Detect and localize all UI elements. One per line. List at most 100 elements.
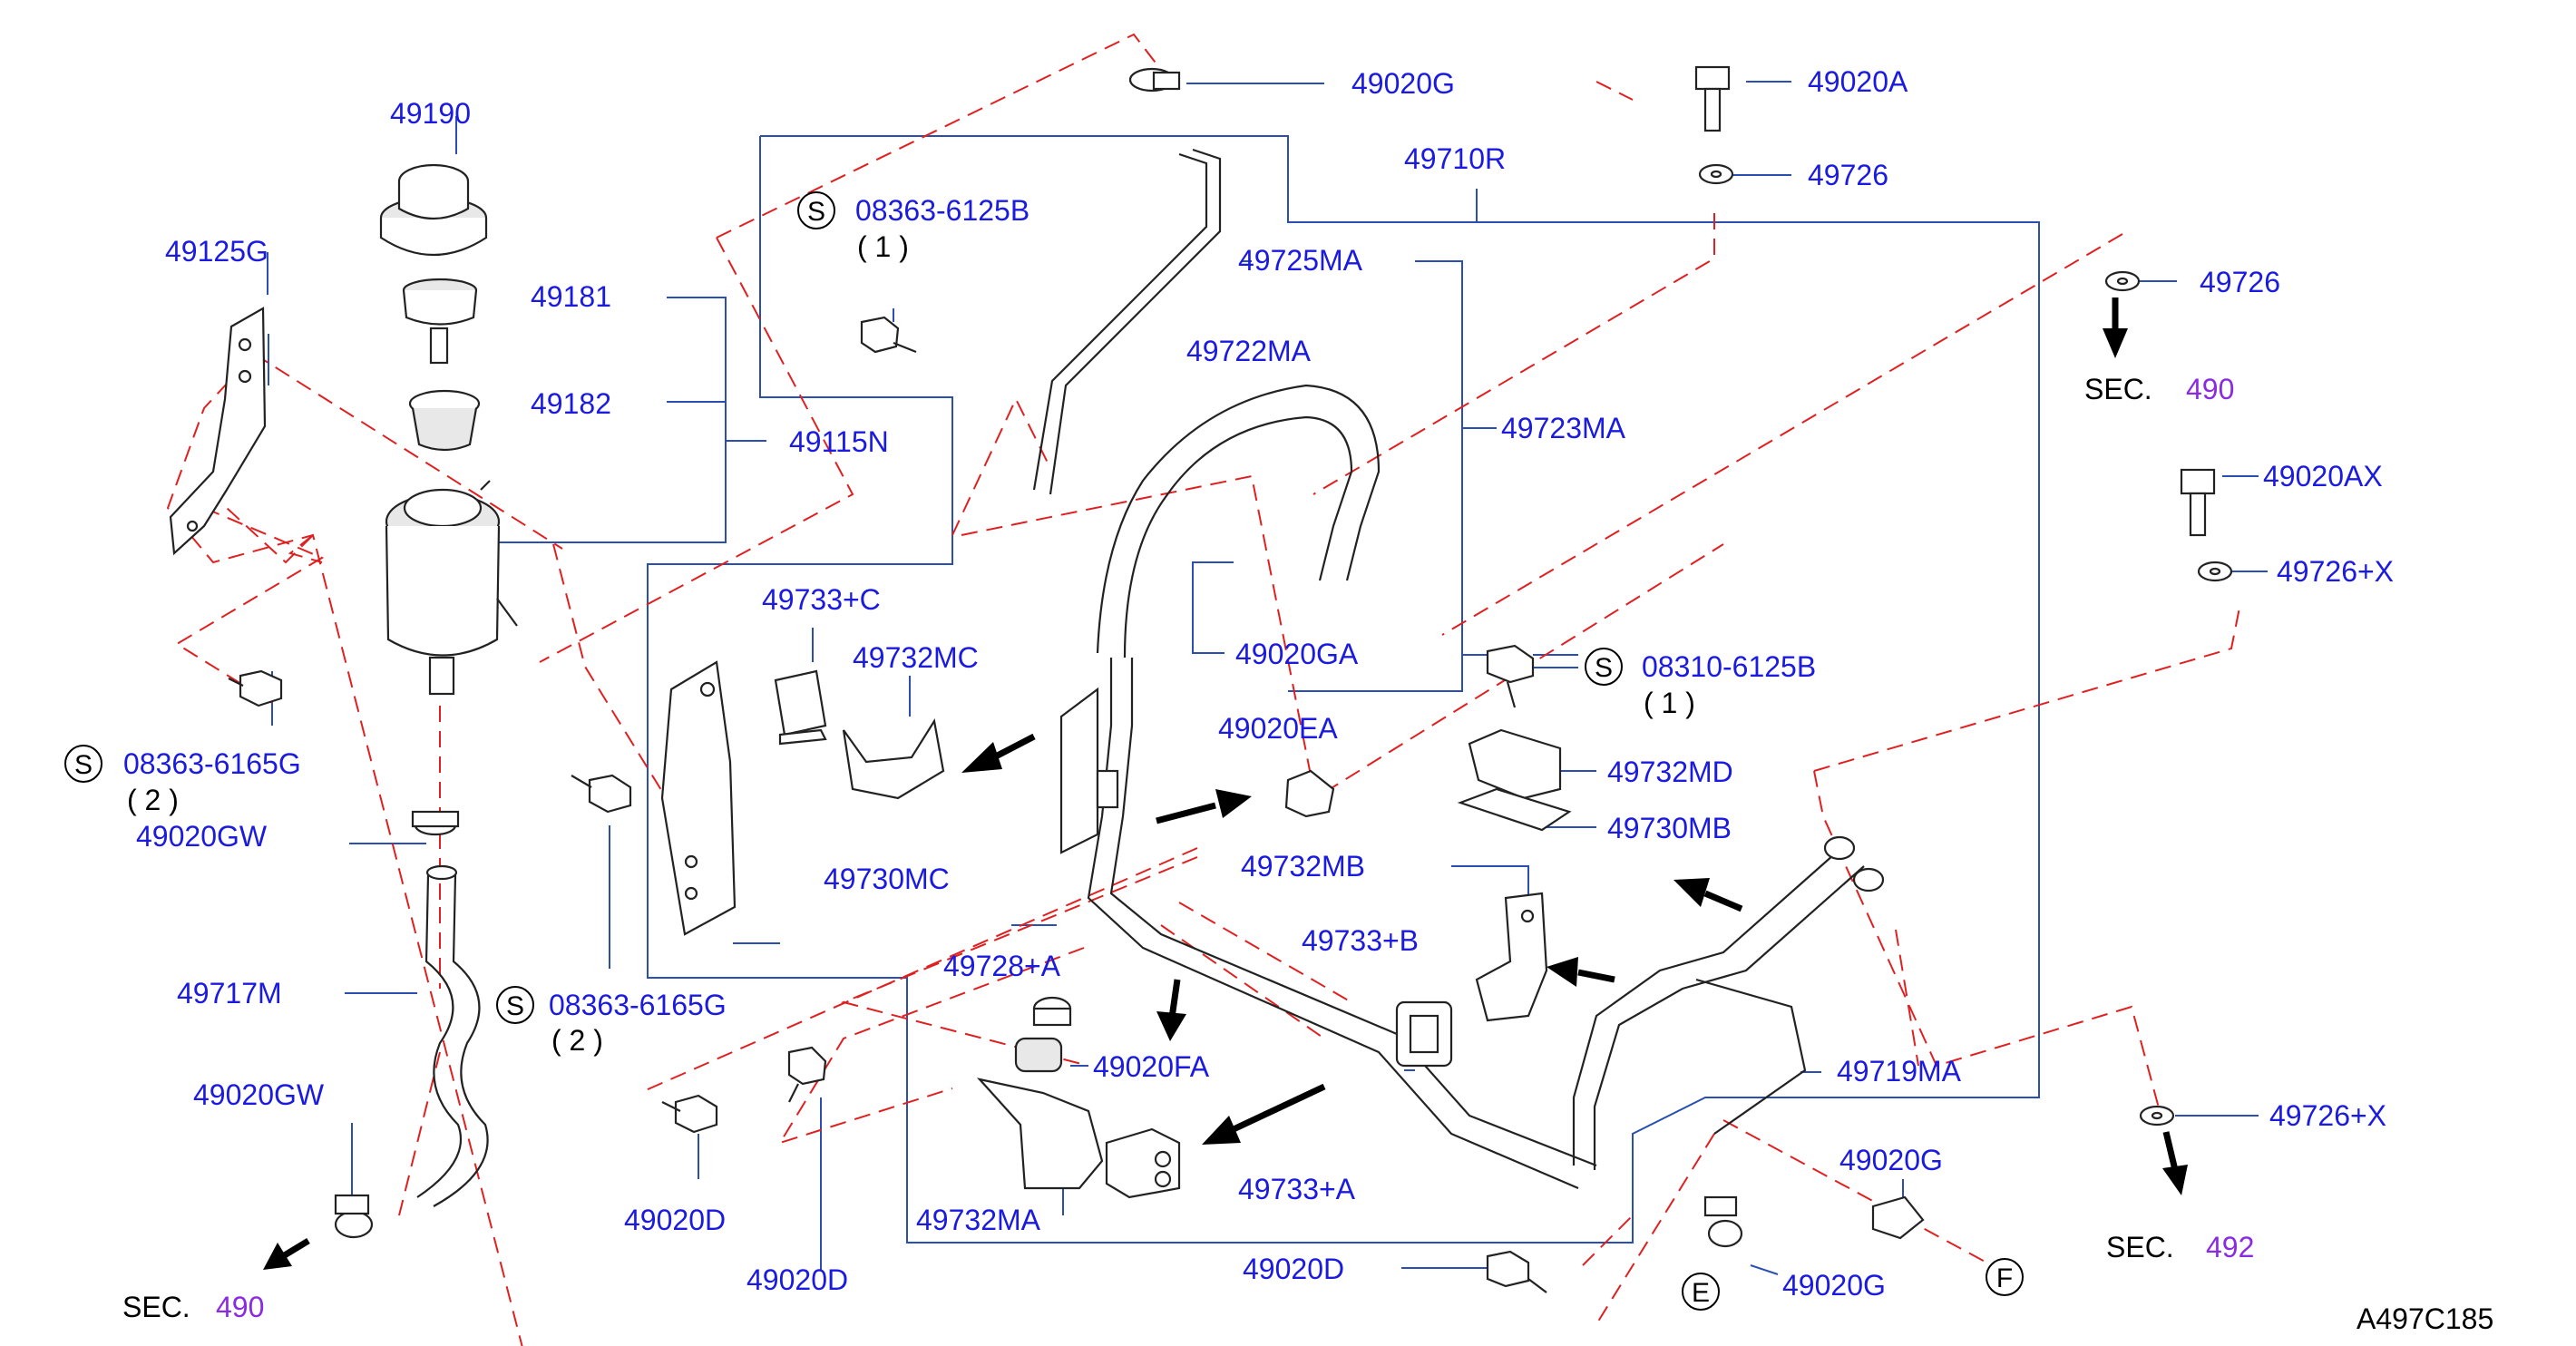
insulator-49733A (1105, 1127, 1181, 1199)
label-49726X-top: 49726+X (2277, 555, 2394, 588)
reservoir-tank (385, 480, 518, 696)
hose-49717M (416, 864, 489, 1207)
bolt-08363-6165G-left (228, 669, 283, 707)
part-labels: 49190 49181 49182 49115N 49125G 08363-61… (123, 65, 2394, 1302)
label-49730MC: 49730MC (824, 863, 950, 895)
label-49020D-left: 49020D (624, 1204, 726, 1236)
label-49020GA: 49020GA (1235, 638, 1359, 670)
bolt-08363-6165G-mid (571, 774, 632, 814)
bolt-49020D-bottom (1486, 1250, 1547, 1293)
section-references: SEC. 490 SEC. 490 SEC. 492 (122, 373, 2254, 1323)
label-49020AX: 49020AX (2263, 460, 2383, 493)
grommet-49728A (1032, 996, 1072, 1027)
label-49732MD: 49732MD (1607, 756, 1733, 788)
sec-number-right-bottom: 492 (2206, 1231, 2254, 1263)
label-49020G-top: 49020G (1351, 67, 1455, 100)
s-symbol: S (807, 197, 825, 227)
sec-label-right-bottom: SEC. (2106, 1231, 2174, 1263)
label-08363-6165G-left: 08363-6165G (123, 747, 301, 780)
clamp-49020GW-top (411, 810, 460, 836)
qty-08363-6125B: ( 1 ) (857, 230, 909, 263)
s-symbol: S (1595, 653, 1613, 683)
plate-49730MB (1457, 787, 1572, 832)
union-bolt-49020AX (2180, 468, 2216, 537)
label-49115N: 49115N (789, 425, 889, 458)
label-49732MC: 49732MC (853, 641, 979, 674)
clamp-49732MD (1468, 728, 1562, 800)
drawing-code: A497C185 (2356, 1302, 2493, 1335)
sec-number-bottom-left: 490 (216, 1291, 264, 1323)
washer-49726-right (2104, 270, 2141, 292)
bracket-49732MB (1475, 892, 1548, 1022)
f-symbol: F (1996, 1263, 2013, 1293)
label-49722MA: 49722MA (1186, 335, 1312, 367)
label-49723MA: 49723MA (1501, 412, 1626, 444)
label-49182: 49182 (531, 387, 611, 420)
label-49726X-bottom: 49726+X (2269, 1099, 2386, 1132)
label-49125G: 49125G (165, 235, 268, 268)
qty-08310-6125B: ( 1 ) (1644, 687, 1695, 719)
label-49733B: 49733+B (1302, 924, 1419, 957)
label-49181: 49181 (531, 280, 611, 313)
clamp-49020G-top (1128, 67, 1181, 93)
s-symbol: S (506, 991, 524, 1021)
bracket-pipe-center (1059, 687, 1119, 854)
label-49719MA: 49719MA (1837, 1055, 1962, 1088)
qty-08363-6165G-mid: ( 2 ) (551, 1024, 603, 1057)
bracket-49730MC (660, 660, 737, 936)
label-49717M: 49717M (177, 977, 282, 1010)
sec-number-right-top: 490 (2186, 373, 2234, 405)
label-49020D-mid: 49020D (746, 1263, 848, 1296)
bracket-49125G (169, 307, 267, 556)
label-49732MB: 49732MB (1241, 850, 1365, 883)
label-49020G-bottom: 49020G (1782, 1269, 1886, 1302)
label-49020A: 49020A (1808, 65, 1908, 98)
washer-49726X-bottom (2139, 1105, 2175, 1127)
label-49020GW-bottom: 49020GW (193, 1078, 325, 1111)
sec-label-bottom-left: SEC. (122, 1291, 190, 1323)
label-49732MA: 49732MA (916, 1204, 1041, 1236)
e-symbol: E (1692, 1278, 1710, 1308)
label-49020GW-top: 49020GW (136, 820, 268, 853)
label-49710R: 49710R (1404, 142, 1506, 175)
label-49726-right: 49726 (2200, 266, 2280, 298)
label-49020D-bottom: 49020D (1243, 1253, 1344, 1285)
bolt-08363-6125B (860, 316, 917, 354)
label-49190: 49190 (390, 97, 471, 130)
label-49725MA: 49725MA (1238, 244, 1363, 277)
clamp-49020GW-bottom (334, 1194, 374, 1239)
clamp-49020G-bottom (1703, 1195, 1743, 1248)
filter-49182 (408, 389, 481, 452)
label-49728A: 49728+A (943, 950, 1061, 982)
hose-49722MA (1087, 384, 1597, 1190)
union-bolt-49020A (1694, 65, 1731, 132)
tube-49719MA (1572, 835, 1885, 1170)
insulator-49733B (1395, 1000, 1453, 1068)
label-08363-6125B: 08363-6125B (855, 194, 1029, 227)
circle-symbols: S S S S E F (64, 191, 2024, 1311)
washer-49726X-top (2197, 561, 2233, 582)
washer-49726-top (1698, 163, 1734, 185)
insulator-49733C (774, 669, 827, 746)
reservoir-cap-49190 (379, 163, 488, 257)
assembly-arrows (263, 297, 2188, 1270)
bolt-49020D-mid (787, 1046, 827, 1103)
clamp-49732MC (842, 718, 945, 800)
clip-49020FA (1014, 1037, 1063, 1073)
label-49020EA: 49020EA (1218, 712, 1338, 745)
s-symbol: S (74, 750, 93, 780)
bolt-49020D-left (661, 1094, 718, 1134)
label-49726-top: 49726 (1808, 159, 1888, 191)
sec-label-right-top: SEC. (2084, 373, 2152, 405)
qty-08363-6165G-left: ( 2 ) (127, 784, 179, 816)
hose-49725MA (1032, 148, 1222, 495)
bolt-08310-6125B (1486, 644, 1535, 708)
label-08310-6125B: 08310-6125B (1642, 650, 1816, 683)
clip-49020EA (1284, 769, 1335, 818)
reservoir-cap-49181 (402, 278, 478, 365)
clamp-49020G-right (1871, 1195, 1925, 1240)
label-49733A: 49733+A (1238, 1173, 1356, 1205)
label-49020FA: 49020FA (1093, 1050, 1210, 1083)
label-49733C: 49733+C (762, 583, 881, 616)
